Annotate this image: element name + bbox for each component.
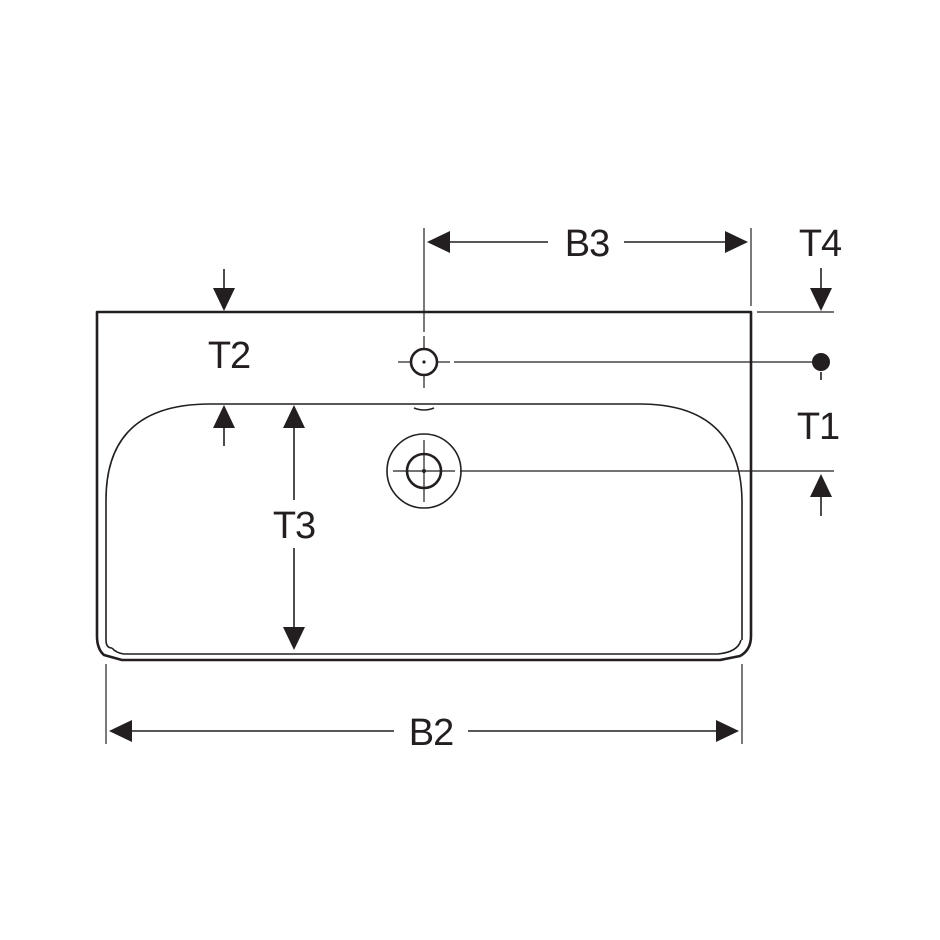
- tap-reference-dot: [812, 353, 830, 371]
- label-b2: B2: [409, 712, 453, 754]
- label-b3: B3: [565, 223, 609, 265]
- dimension-t2: T2: [208, 269, 251, 446]
- dimension-t1: T1: [797, 353, 840, 516]
- tap-hole: [398, 336, 450, 388]
- drain: [386, 433, 462, 509]
- overflow-slot: [413, 407, 435, 411]
- label-t1: T1: [797, 406, 839, 448]
- extension-lines: [105, 228, 834, 744]
- dimension-b2: B2: [109, 712, 739, 754]
- dimension-t4: T4: [799, 223, 843, 311]
- basin-outer-outline: [95, 310, 753, 662]
- basin-bowl-outline: [105, 403, 743, 649]
- label-t3: T3: [273, 505, 315, 547]
- label-t4: T4: [799, 223, 842, 265]
- label-t2: T2: [208, 335, 250, 377]
- dimension-t3: T3: [273, 405, 316, 650]
- dimension-b3: B3: [427, 223, 748, 265]
